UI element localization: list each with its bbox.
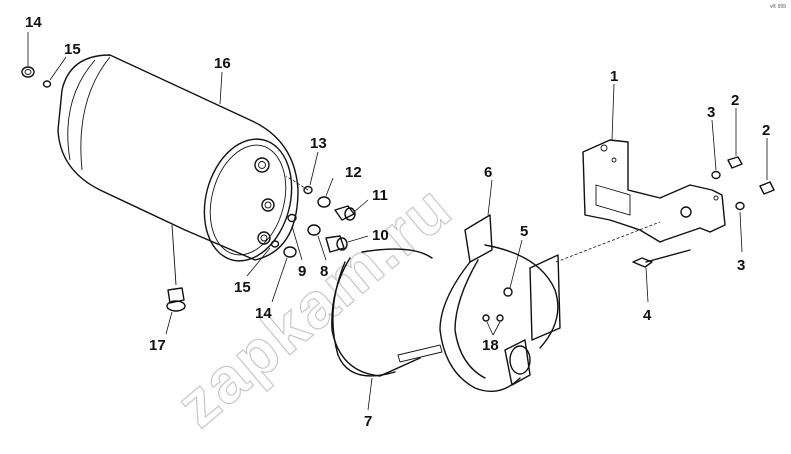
callout-5: 5 [520,223,528,240]
callout-1: 1 [610,68,618,85]
fittings [270,185,356,258]
strap-inner [439,214,561,392]
callout-4: 4 [643,307,652,324]
callout-15: 15 [234,279,251,296]
leader-lines [27,32,768,411]
callout-13: 13 [310,135,327,152]
washer-top [42,80,52,88]
nuts-washers [711,156,775,211]
callout-6: 6 [484,164,492,181]
callout-labels: 14 15 16 13 12 11 10 8 9 15 14 17 7 6 5 … [25,14,770,430]
callout-3: 3 [737,257,745,274]
callout-11: 11 [372,187,388,204]
callout-14: 14 [25,14,42,31]
callout-17: 17 [149,337,166,354]
bolt [632,249,691,268]
callout-3: 3 [707,104,715,121]
drain-valve [166,287,186,312]
air-tank [57,54,299,286]
callout-9: 9 [298,263,306,280]
callout-2: 2 [731,92,739,109]
callout-2: 2 [762,122,770,139]
callout-14: 14 [255,305,272,322]
mounting-bracket [582,139,726,243]
callout-8: 8 [320,263,328,280]
watermark: zapkam.ru [163,171,466,441]
strap-outer [331,248,443,377]
callout-15: 15 [64,41,81,58]
plug-top [21,66,35,78]
callout-12: 12 [345,164,362,181]
callout-7: 7 [364,413,372,430]
callout-16: 16 [214,55,231,72]
callout-18: 18 [482,337,499,354]
callout-10: 10 [372,227,389,244]
corner-mark: v® 999 [770,3,786,10]
